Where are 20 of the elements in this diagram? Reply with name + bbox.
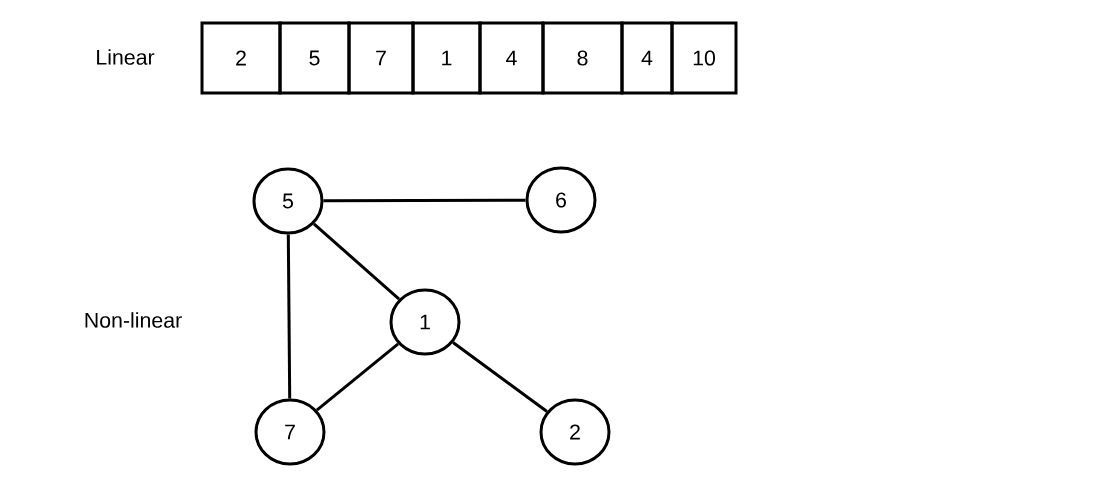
graph-node: 6 xyxy=(525,166,597,234)
graph-node: 5 xyxy=(252,167,324,235)
array-cell: 7 xyxy=(347,21,415,95)
graph-node: 1 xyxy=(389,288,461,356)
connector-line xyxy=(312,222,401,301)
array-cell: 10 xyxy=(670,21,738,95)
connector-line xyxy=(315,342,400,412)
graph-node: 7 xyxy=(254,398,326,466)
row-label: Non-linear xyxy=(85,312,182,328)
array-cell: 2 xyxy=(200,21,282,95)
array-cell: 8 xyxy=(541,21,624,95)
array-cell: 4 xyxy=(478,21,545,95)
row-label: Linear xyxy=(97,49,155,65)
graph-node: 2 xyxy=(539,398,611,466)
connector-line xyxy=(286,234,292,399)
array-cell: 5 xyxy=(278,21,351,95)
connector-line xyxy=(452,341,548,413)
array-cell: 1 xyxy=(411,21,482,95)
connector-line xyxy=(323,198,526,203)
array-cell: 4 xyxy=(620,21,674,95)
